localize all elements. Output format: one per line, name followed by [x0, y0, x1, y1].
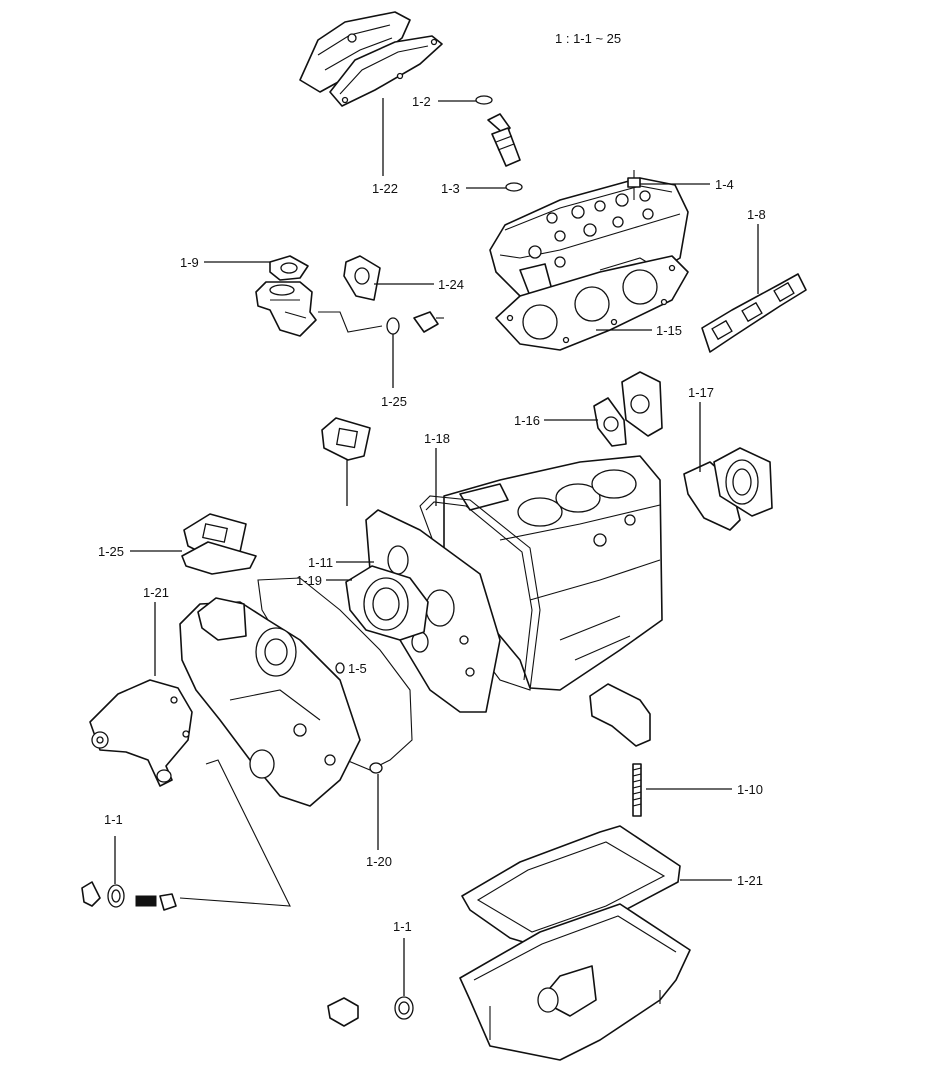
part-head-stud[interactable]	[627, 170, 641, 200]
part-o-ring-top[interactable]	[475, 95, 493, 105]
part-oil-pan[interactable]	[459, 903, 691, 1061]
callout-1-19: 1-21	[737, 873, 763, 888]
part-thermostat-gasket[interactable]	[269, 255, 309, 281]
part-sensor-washer[interactable]	[386, 317, 400, 335]
part-water-pump[interactable]	[89, 679, 193, 787]
callout-1-10: 1-10	[737, 782, 763, 797]
part-thermostat-housing[interactable]	[255, 281, 317, 337]
callout-1-23: 1-25	[98, 544, 124, 559]
callout-1-17: 1-19	[296, 573, 322, 588]
callout-1-1-bottom: 1-1	[393, 919, 412, 934]
part-o-ring-lower[interactable]	[505, 182, 523, 192]
callout-1-8: 1-8	[747, 207, 766, 222]
part-thermostat-cover-gasket[interactable]	[343, 255, 381, 301]
part-bearing-housing[interactable]	[621, 371, 663, 437]
part-crank-seal[interactable]	[369, 762, 383, 774]
callout-1-5: 1-5	[348, 661, 367, 676]
part-valve-cover[interactable]	[299, 11, 443, 107]
callout-1-1-left: 1-1	[104, 812, 123, 827]
part-oil-pan-gasket[interactable]	[461, 825, 681, 945]
callout-1-11: 1-11	[308, 555, 333, 570]
part-spring-valve[interactable]	[135, 893, 177, 911]
callout-1-3: 1-3	[441, 181, 460, 196]
part-inspection-cover-gasket[interactable]	[321, 417, 371, 461]
callout-1-15: 1-17	[688, 385, 714, 400]
callout-1-9: 1-9	[180, 255, 199, 270]
callout-1-21: 1-21	[143, 585, 169, 600]
part-manifold-gasket[interactable]	[701, 273, 807, 353]
part-top-cover-gasket[interactable]	[181, 541, 257, 575]
callout-1-20: 1-22	[372, 181, 398, 196]
part-rear-oil-seal-case[interactable]	[683, 447, 773, 531]
leader-gear-case-group	[179, 759, 291, 907]
part-cylinder-block[interactable]	[443, 455, 663, 691]
callout-1-13: 1-15	[656, 323, 682, 338]
part-drain-plug-bottom[interactable]	[327, 996, 414, 1027]
part-bearing-housing-gasket[interactable]	[593, 397, 627, 447]
callout-1-25: 1-25	[381, 394, 407, 409]
callout-1-14: 1-16	[514, 413, 540, 428]
part-stud-bolt[interactable]	[632, 763, 642, 817]
callout-1-22: 1-24	[438, 277, 464, 292]
leader-1-25-housing	[318, 311, 383, 333]
part-oil-seal-housing[interactable]	[345, 565, 429, 641]
part-oil-pan-bracket[interactable]	[589, 683, 651, 747]
part-gear-case[interactable]	[179, 597, 361, 807]
callout-1-18: 1-20	[366, 854, 392, 869]
ratio-label: 1 : 1-1 ~ 25	[555, 31, 621, 46]
callout-1-4: 1-4	[715, 177, 734, 192]
part-drain-plug-left[interactable]	[81, 881, 125, 908]
part-temperature-sensor[interactable]	[413, 311, 444, 333]
callout-1-16: 1-18	[424, 431, 450, 446]
part-head-gasket[interactable]	[495, 255, 689, 351]
part-dowel-pin[interactable]	[335, 662, 345, 674]
part-injection-nozzle[interactable]	[487, 113, 521, 167]
callout-1-2: 1-2	[412, 94, 431, 109]
